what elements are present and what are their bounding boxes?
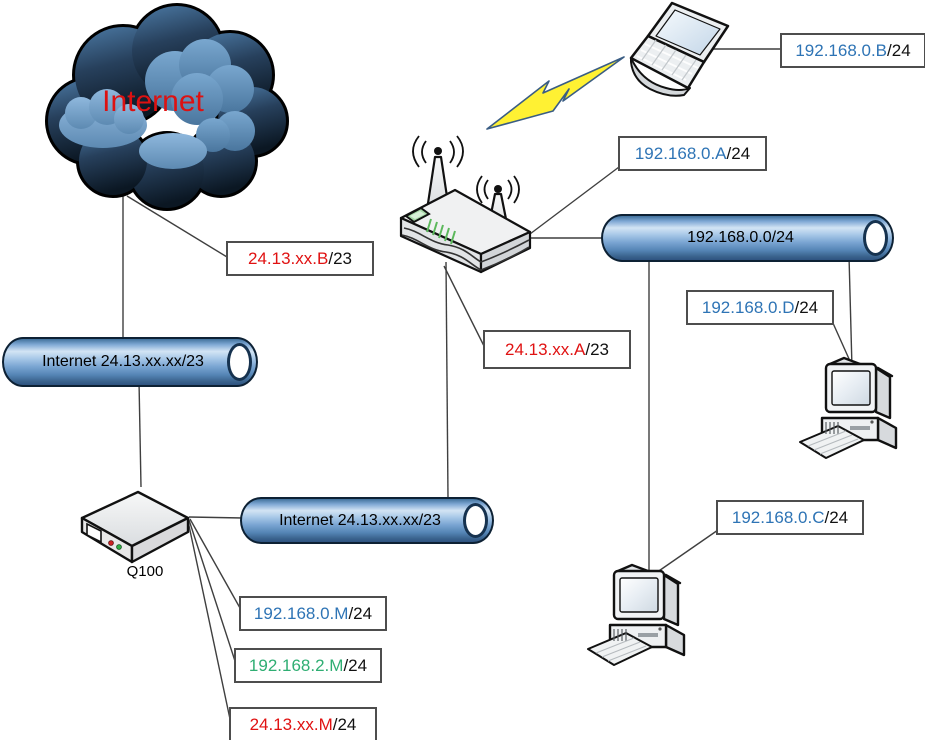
laptop-icon [629, 1, 730, 97]
ip-label-modem-lan-0: 192.168.0.M/24 [239, 596, 387, 631]
ip-address: 192.168.0.B [795, 40, 888, 60]
ip-address: 24.13.xx.A [505, 339, 586, 359]
segment-wan-mid: Internet 24.13.xx.xx/23 [240, 497, 494, 544]
segment-lan-label: 192.168.0.0/24 [687, 229, 794, 246]
segment-wan-mid-label: Internet 24.13.xx.xx/23 [279, 511, 441, 529]
ip-address: 192.168.0.D [701, 297, 795, 317]
segment-wan-left: Internet 24.13.xx.xx/23 [2, 337, 258, 387]
modem-label: Q100 [126, 563, 164, 580]
ip-label-modem-wan: 24.13.xx.M/24 [229, 707, 377, 740]
ip-address: 192.168.2.M [248, 655, 344, 675]
ip-mask: /24 [343, 655, 368, 675]
ip-address: 24.13.xx.B [248, 248, 329, 268]
ip-label-pc-d: 192.168.0.D/24 [686, 290, 834, 325]
ip-address: 24.13.xx.M [249, 714, 333, 734]
cloud-label: Internet [102, 85, 204, 118]
ip-mask: /24 [824, 507, 849, 527]
ip-mask: /23 [585, 339, 609, 359]
modem-q100-icon [80, 490, 190, 564]
desktop-pc-d-icon [799, 356, 898, 459]
ip-address: 192.168.0.C [731, 507, 825, 527]
ip-label-laptop-b: 192.168.0.B/24 [780, 33, 925, 68]
segment-wan-left-label: Internet 24.13.xx.xx/23 [42, 353, 204, 370]
wireless-router-icon [399, 135, 532, 274]
internet-cloud-icon: Internet [45, 3, 289, 211]
ip-label-router-wan-a: 24.13.xx.A/23 [483, 330, 631, 369]
ip-mask: /23 [328, 248, 352, 268]
ip-mask: /24 [794, 297, 819, 317]
ip-mask: /24 [726, 143, 751, 163]
ip-label-router-lan-a: 192.168.0.A/24 [618, 136, 767, 171]
segment-lan: 192.168.0.0/24 [601, 214, 894, 262]
ip-label-pc-c: 192.168.0.C/24 [716, 500, 864, 535]
wireless-link-bolt-icon [486, 56, 625, 130]
ip-mask: /24 [348, 603, 373, 623]
ip-address: 192.168.0.A [634, 143, 727, 163]
pipe-opening [463, 503, 488, 538]
desktop-pc-c-icon [587, 563, 686, 666]
ip-label-modem-lan-2: 192.168.2.M/24 [234, 648, 382, 683]
ip-address: 192.168.0.M [253, 603, 349, 623]
ip-label-cloud-wan-b: 24.13.xx.B/23 [226, 241, 374, 276]
ip-mask: /24 [887, 40, 911, 60]
ip-mask: /24 [332, 714, 357, 734]
pipe-opening [863, 220, 888, 256]
pipe-opening [227, 343, 252, 381]
